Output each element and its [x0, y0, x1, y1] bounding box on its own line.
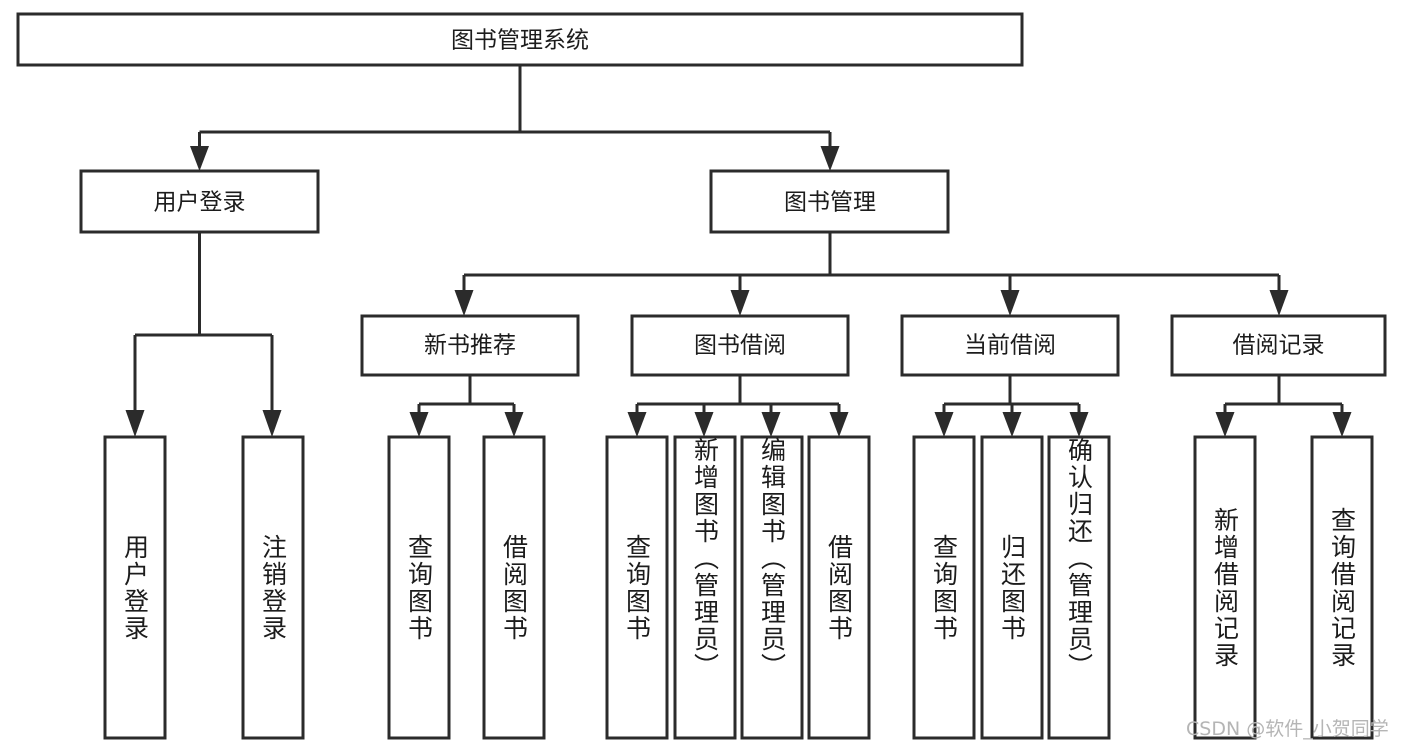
node-borrow-record[interactable] [1170, 314, 1387, 377]
connector-user-login-to-leaves [125, 232, 282, 437]
node-current-borrow-label: 当前借阅 [964, 333, 1056, 359]
leaf-box-book-borrow-2[interactable] [673, 435, 737, 740]
connector-root-to-level2 [190, 65, 840, 171]
node-new-book-recommend-label: 新书推荐 [424, 333, 516, 359]
node-user-login[interactable] [79, 169, 320, 234]
leaf-box-user-login-1[interactable] [103, 435, 167, 740]
node-book-management[interactable] [709, 169, 950, 234]
leaf-box-borrow-record-1[interactable] [1193, 435, 1257, 740]
node-borrow-record-label: 借阅记录 [1233, 333, 1325, 359]
leaf-box-book-borrow-3[interactable] [740, 435, 804, 740]
node-user-login-label: 用户登录 [154, 190, 246, 216]
connector-borrow-record-to-leaves [1215, 375, 1352, 437]
connector-book-management-to-level3 [454, 232, 1289, 316]
leaf-box-current-borrow-2[interactable] [980, 435, 1044, 740]
node-book-borrow[interactable] [630, 314, 850, 377]
leaf-box-new-book-1[interactable] [387, 435, 451, 740]
node-book-borrow-label: 图书借阅 [694, 333, 786, 359]
node-root-label: 图书管理系统 [451, 28, 589, 54]
connector-new-book-recommend-to-leaves [409, 375, 524, 437]
node-root-system[interactable] [16, 12, 1024, 67]
leaf-box-book-borrow-1[interactable] [605, 435, 669, 740]
connector-current-borrow-to-leaves [934, 375, 1089, 437]
leaf-box-user-login-2[interactable] [241, 435, 305, 740]
leaf-box-current-borrow-1[interactable] [912, 435, 976, 740]
node-book-management-label: 图书管理 [784, 190, 876, 216]
connector-book-borrow-to-leaves [627, 375, 849, 437]
leaf-box-book-borrow-4[interactable] [807, 435, 871, 740]
leaf-box-current-borrow-3[interactable] [1047, 435, 1111, 740]
leaf-box-new-book-2[interactable] [482, 435, 546, 740]
leaf-box-borrow-record-2[interactable] [1310, 435, 1374, 740]
